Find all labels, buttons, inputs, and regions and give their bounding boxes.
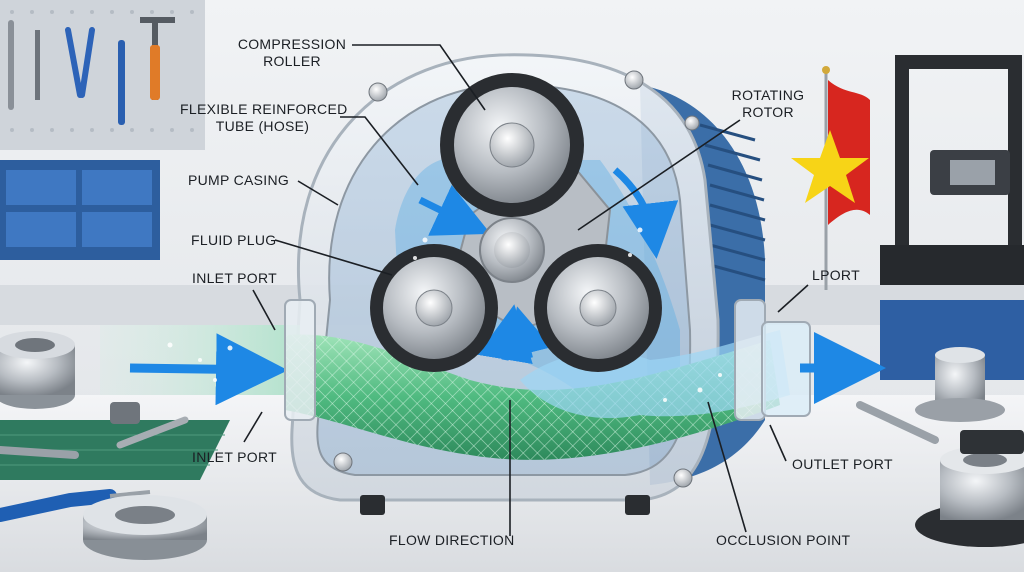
bolt <box>368 82 388 102</box>
leader-compression-roller <box>352 44 486 111</box>
compression-roller-right <box>534 244 662 372</box>
label-compression-roller: COMPRESSION ROLLER <box>232 36 352 70</box>
inlet-flow-arrow <box>129 333 288 406</box>
water-splash <box>520 330 790 419</box>
leader-pump-casing <box>297 180 339 206</box>
label-outlet-port: OUTLET PORT <box>792 456 893 472</box>
3d-printer <box>880 55 1024 285</box>
rotor-hub <box>479 217 545 283</box>
leader-inlet-port-bottom <box>243 411 263 443</box>
label-rotating-rotor-line2: ROTOR <box>742 104 794 120</box>
flow-arrow-inner <box>505 306 553 359</box>
screwdriver-tool <box>35 30 40 100</box>
leader-outlet-port <box>769 424 787 462</box>
water-droplets <box>167 227 722 402</box>
flow-arrow-inner <box>612 167 679 259</box>
screwdriver-tool-2 <box>118 40 125 125</box>
bolt <box>333 452 353 472</box>
bolt <box>684 115 700 131</box>
leader-flexible-tube <box>340 116 419 186</box>
bolt <box>673 468 693 488</box>
label-inlet-port-top: INLET PORT <box>192 270 277 286</box>
wrench-tool <box>8 20 14 110</box>
wrench-part <box>0 446 79 459</box>
metal-parts-left <box>0 331 207 560</box>
flag <box>791 66 870 290</box>
label-compression-roller-line2: ROLLER <box>263 53 321 69</box>
compression-roller-top <box>440 73 584 217</box>
label-flow-direction: FLOW DIRECTION <box>389 532 515 548</box>
label-compression-roller-line1: COMPRESSION <box>237 36 347 52</box>
metal-parts-right <box>856 347 1024 547</box>
label-fluid-plug: FLUID PLUG <box>191 232 277 248</box>
leader-inlet-port-top <box>252 289 276 331</box>
bolt <box>624 70 644 90</box>
inlet-port-fitting <box>284 299 316 421</box>
leader-lport <box>777 284 809 313</box>
label-pump-casing: PUMP CASING <box>188 172 290 188</box>
label-flexible-tube: FLEXIBLE REINFORCED TUBE (HOSE) <box>180 101 348 135</box>
pin-part <box>116 416 189 449</box>
label-occlusion-point: OCCLUSION POINT <box>716 532 851 548</box>
label-rotating-rotor-line1: ROTATING <box>731 87 805 103</box>
label-inlet-port-bottom: INLET PORT <box>192 449 277 465</box>
label-lport: LPORT <box>812 267 860 283</box>
storage-bins <box>0 160 160 260</box>
pliers-tool <box>65 27 95 98</box>
leader-fluid-plug <box>274 239 393 276</box>
label-rotating-rotor: ROTATING ROTOR <box>718 87 818 121</box>
label-flexible-tube-line2: TUBE (HOSE) <box>215 118 310 134</box>
leader-rotating-rotor <box>577 119 741 231</box>
pegboard <box>0 0 205 150</box>
leader-lines <box>243 44 809 536</box>
cutting-mat <box>0 420 230 480</box>
leader-occlusion-point <box>707 401 747 533</box>
label-flexible-tube-line1: FLEXIBLE REINFORCED <box>180 101 348 117</box>
outlet-port-fitting <box>734 299 766 421</box>
screwdriver-part <box>0 489 117 522</box>
flow-arrow-inner <box>418 184 491 236</box>
compression-roller-left <box>370 244 498 372</box>
